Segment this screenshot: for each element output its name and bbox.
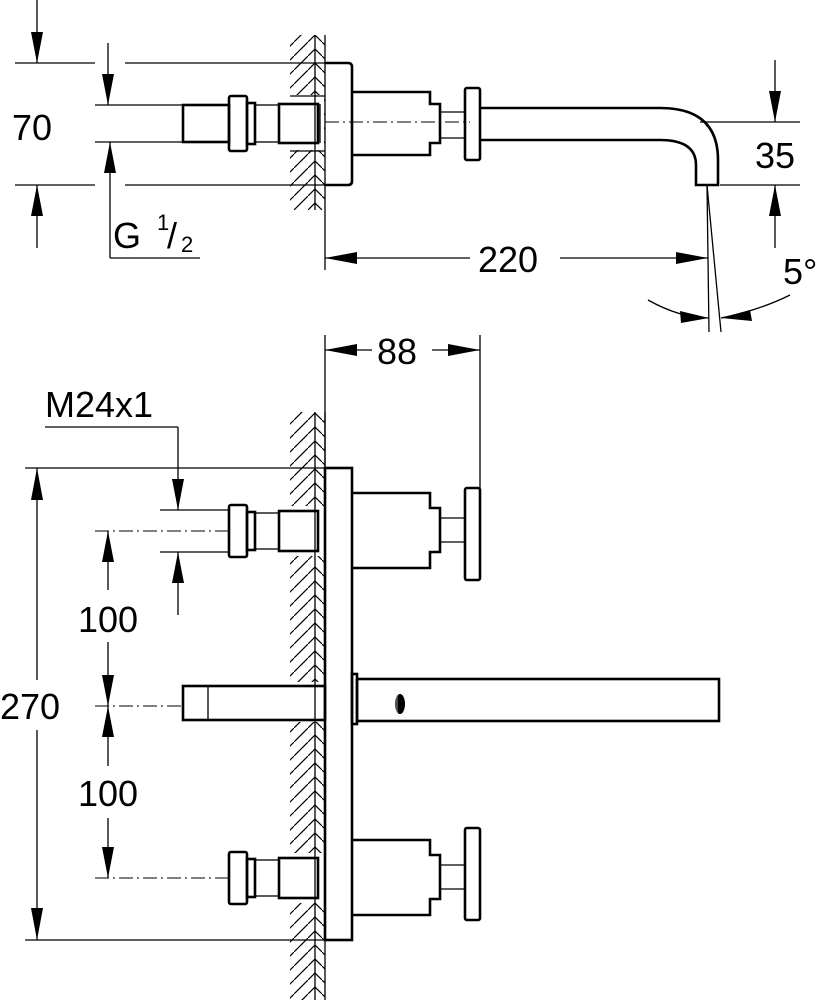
wall-hatching — [288, 35, 326, 270]
front-view: 88 M24x1 — [0, 331, 721, 1000]
dim-220-label: 220 — [478, 239, 538, 280]
wall-plate — [325, 61, 354, 187]
dim-88-label: 88 — [377, 331, 417, 372]
spout-front — [95, 672, 721, 726]
dimension-angle: 5° — [647, 184, 817, 333]
wall-plate-front — [323, 466, 354, 942]
thread-fraction-num: 1 — [157, 210, 169, 235]
dimension-270: 270 — [0, 467, 325, 941]
dim-70-label: 70 — [12, 107, 52, 148]
side-view: 70 G 1 / 2 35 220 5° — [12, 0, 817, 333]
handle — [463, 86, 482, 162]
dimension-88: 88 — [324, 331, 481, 490]
dim-35-label: 35 — [755, 135, 795, 176]
dimension-35: 35 — [700, 60, 800, 248]
lower-valve — [95, 826, 482, 922]
dimension-100: 100 100 — [78, 531, 138, 878]
dim-angle-label: 5° — [783, 251, 817, 292]
dim-100-lower-label: 100 — [78, 773, 138, 814]
valve-body — [352, 86, 482, 162]
upper-handle — [463, 486, 482, 582]
dimension-70: 70 G 1 / 2 — [12, 0, 325, 259]
lower-handle — [463, 826, 482, 922]
thread-m24-callout: M24x1 — [45, 384, 230, 615]
thread-m24-label: M24x1 — [45, 384, 153, 425]
upper-valve — [95, 486, 482, 582]
spout — [480, 106, 720, 187]
thread-fraction-den: 2 — [181, 232, 193, 257]
inlet-connector — [181, 94, 321, 153]
wall-hatching-front — [288, 412, 326, 1000]
dimension-220: 220 — [325, 239, 708, 280]
dim-100-upper-label: 100 — [78, 599, 138, 640]
thread-fraction-slash: / — [167, 215, 177, 256]
dim-270-label: 270 — [0, 686, 60, 727]
thread-g-label: G — [113, 215, 141, 256]
grohe-logo — [394, 694, 405, 714]
